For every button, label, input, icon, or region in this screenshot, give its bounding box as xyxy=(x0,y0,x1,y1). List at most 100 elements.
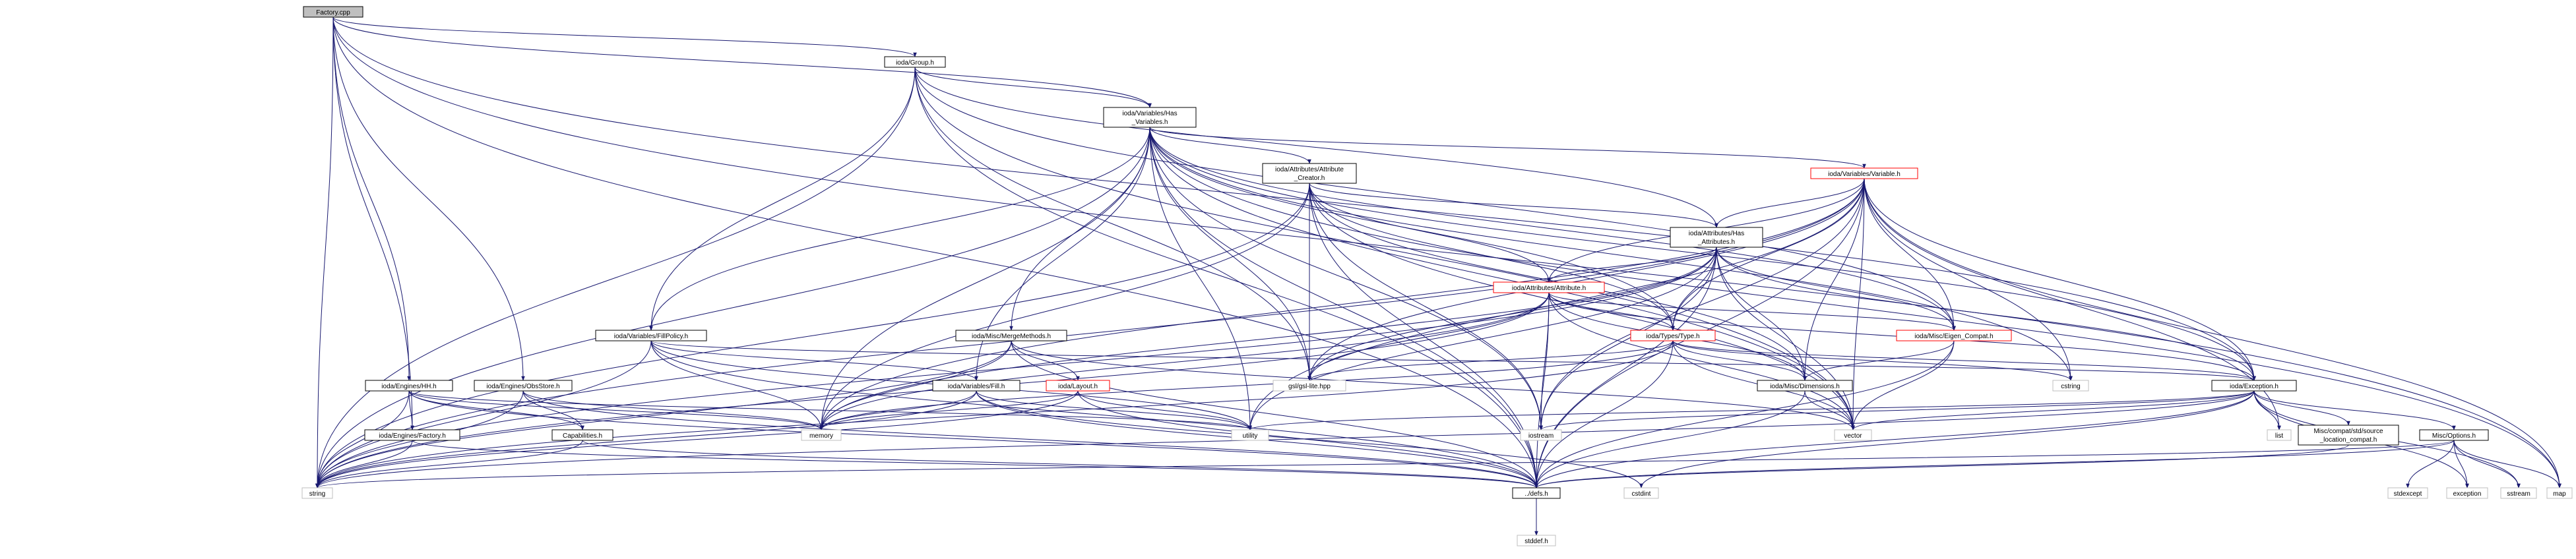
node-n25[interactable]: list xyxy=(2267,429,2292,441)
edge-n4-n35 xyxy=(1864,178,2561,488)
node-n23[interactable]: vector xyxy=(1834,429,1872,441)
node-n20[interactable]: memory xyxy=(801,429,842,441)
edge-n11-n29 xyxy=(408,390,1538,488)
node-box xyxy=(884,56,946,68)
node-n0[interactable]: Factory.cpp xyxy=(303,6,363,18)
node-n28[interactable]: string xyxy=(301,487,333,499)
edge-n27-n33 xyxy=(2453,440,2469,488)
node-n17[interactable]: ioda/Exception.h xyxy=(2211,380,2297,392)
node-label: ioda/Group.h xyxy=(896,59,934,67)
node-n14[interactable]: ioda/Layout.h xyxy=(1046,380,1110,392)
edge-n9-n20 xyxy=(650,340,823,430)
node-n33[interactable]: exception xyxy=(2446,487,2488,499)
node-n26[interactable]: Misc/compat/std/source_location_compat.h xyxy=(2298,425,2399,446)
edge-n10-n28 xyxy=(315,340,1012,488)
edge-n7-n29 xyxy=(1534,340,1955,488)
node-n12[interactable]: ioda/Engines/ObsStore.h xyxy=(474,380,573,392)
node-label: cstdint xyxy=(1632,490,1651,498)
edge-n19-n29 xyxy=(582,440,1538,488)
node-n32[interactable]: stdexcept xyxy=(2387,487,2428,499)
edge-n1-n9 xyxy=(649,67,916,331)
node-n3[interactable]: ioda/Attributes/Attribute _Creator.h xyxy=(1262,163,1357,184)
node-n16[interactable]: ioda/Misc/Dimensions.h xyxy=(1757,380,1853,392)
node-label: ioda/Misc/Eigen_Compat.h xyxy=(1914,333,1994,340)
edge-n8-n20 xyxy=(819,340,1674,430)
node-n31[interactable]: stddef.h xyxy=(1517,535,1556,546)
node-n18[interactable]: ioda/Engines/Factory.h xyxy=(364,429,460,441)
node-n29[interactable]: ../defs.h xyxy=(1512,487,1561,499)
edge-n0-n1 xyxy=(332,16,917,57)
node-n6[interactable]: ioda/Attributes/Attribute.h xyxy=(1493,281,1605,293)
node-box xyxy=(801,429,842,441)
edge-n4-n7 xyxy=(1864,178,1956,331)
edge-n5-n21 xyxy=(1248,247,1717,430)
node-label: ioda/Attributes/Attribute xyxy=(1275,166,1344,173)
edge-n4-n8 xyxy=(1671,178,1865,331)
node-box xyxy=(1630,330,1716,341)
node-box xyxy=(1272,380,1346,392)
edge-n6-n7 xyxy=(1548,292,1956,331)
node-label: ioda/Exception.h xyxy=(2230,383,2278,390)
edge-n17-n26 xyxy=(2253,390,2350,426)
node-n24[interactable]: cstring xyxy=(2052,380,2089,392)
node-label: _Variables.h xyxy=(1131,119,1168,126)
edge-n1-n5 xyxy=(914,67,1718,228)
node-n22[interactable]: iostream xyxy=(1520,429,1562,441)
edge-n9-n17 xyxy=(650,340,2256,381)
edge-n2-n29 xyxy=(1149,127,1538,488)
edge-n14-n28 xyxy=(315,390,1079,488)
edge-n13-n21 xyxy=(976,390,1252,430)
node-label: ioda/Variables/FillPolicy.h xyxy=(614,333,688,340)
node-n21[interactable]: utility xyxy=(1231,429,1269,441)
edge-n2-n24 xyxy=(1149,127,2073,381)
edge-n3-n22 xyxy=(1309,183,1543,430)
edge-n17-n22 xyxy=(1539,390,2255,430)
node-n5[interactable]: ioda/Attributes/Has_Attributes.h xyxy=(1670,227,1763,248)
node-box xyxy=(1670,227,1763,248)
edge-n12-n29 xyxy=(522,390,1538,488)
edge-n5-n22 xyxy=(1539,247,1717,430)
edge-n14-n20 xyxy=(819,390,1079,430)
node-box xyxy=(2500,487,2537,499)
node-n4[interactable]: ioda/Variables/Variable.h xyxy=(1810,167,1918,179)
node-label: vector xyxy=(1844,432,1862,440)
edge-n4-n23 xyxy=(1851,178,1865,430)
edge-n0-n11 xyxy=(332,16,411,381)
node-n19[interactable]: Capabilities.h xyxy=(551,429,613,441)
node-n9[interactable]: ioda/Variables/FillPolicy.h xyxy=(595,330,707,341)
edge-n4-n17 xyxy=(1864,178,2256,381)
node-n35[interactable]: map xyxy=(2546,487,2573,499)
node-n8[interactable]: ioda/Types/Type.h xyxy=(1630,330,1716,341)
edge-n4-n22 xyxy=(1539,178,1865,430)
node-label: list xyxy=(2275,432,2283,440)
node-n13[interactable]: ioda/Variables/Fill.h xyxy=(932,380,1021,392)
edge-n2-n28 xyxy=(315,127,1150,488)
edge-n14-n21 xyxy=(1077,390,1252,430)
node-label: _Creator.h xyxy=(1294,175,1325,182)
node-n1[interactable]: ioda/Group.h xyxy=(884,56,946,68)
node-n30[interactable]: cstdint xyxy=(1623,487,1659,499)
edge-n10-n23 xyxy=(1011,340,1855,430)
node-label: ioda/Engines/ObsStore.h xyxy=(486,383,559,390)
node-label: ioda/Misc/MergeMethods.h xyxy=(972,333,1051,340)
node-box xyxy=(1493,281,1605,293)
edge-n3-n6 xyxy=(1309,183,1551,283)
node-n11[interactable]: ioda/Engines/HH.h xyxy=(365,380,453,392)
edge-n0-n28 xyxy=(315,16,334,488)
edge-n16-n29 xyxy=(1534,390,1806,488)
edge-n5-n7 xyxy=(1716,247,1956,331)
node-box xyxy=(1231,429,1269,441)
node-label: memory xyxy=(809,432,833,440)
node-label: stddef.h xyxy=(1524,538,1548,545)
edge-n27-n28 xyxy=(315,440,2455,488)
node-n27[interactable]: Misc/Options.h xyxy=(2419,429,2489,441)
edge-n6-n15 xyxy=(1307,292,1550,381)
node-n34[interactable]: sstream xyxy=(2500,487,2537,499)
node-box xyxy=(1810,167,1918,179)
node-n7[interactable]: ioda/Misc/Eigen_Compat.h xyxy=(1896,330,2012,341)
edge-n7-n23 xyxy=(1851,340,1955,430)
node-n15[interactable]: gsl/gsl-lite.hpp xyxy=(1272,380,1346,392)
node-n2[interactable]: ioda/Variables/Has_Variables.h xyxy=(1103,107,1197,128)
node-n10[interactable]: ioda/Misc/MergeMethods.h xyxy=(955,330,1067,341)
